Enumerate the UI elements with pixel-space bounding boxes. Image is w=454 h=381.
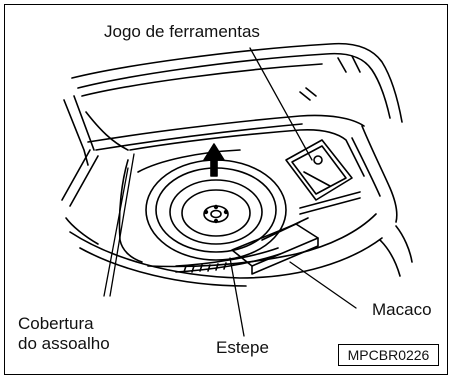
figure-code: MPCBR0226 xyxy=(338,344,439,366)
label-spare-tire: Estepe xyxy=(216,338,269,357)
label-floor-cover-line2: do assoalho xyxy=(18,334,110,353)
label-floor-cover: Cobertura do assoalho xyxy=(18,314,158,354)
leader-lines xyxy=(103,47,357,337)
tool-kit xyxy=(285,139,353,201)
label-jack: Macaco xyxy=(372,300,432,319)
rear-bumper xyxy=(69,225,413,287)
left-pillar xyxy=(63,95,129,166)
jack-tray xyxy=(231,217,319,275)
trunk-opening xyxy=(61,87,398,245)
label-tool-kit: Jogo de ferramentas xyxy=(104,22,260,41)
label-floor-cover-line1: Cobertura xyxy=(18,314,94,333)
lift-arrow-icon xyxy=(203,143,225,177)
figure-frame xyxy=(4,4,448,375)
trunk-lid xyxy=(71,42,403,123)
floor-cover-edge xyxy=(175,191,361,273)
